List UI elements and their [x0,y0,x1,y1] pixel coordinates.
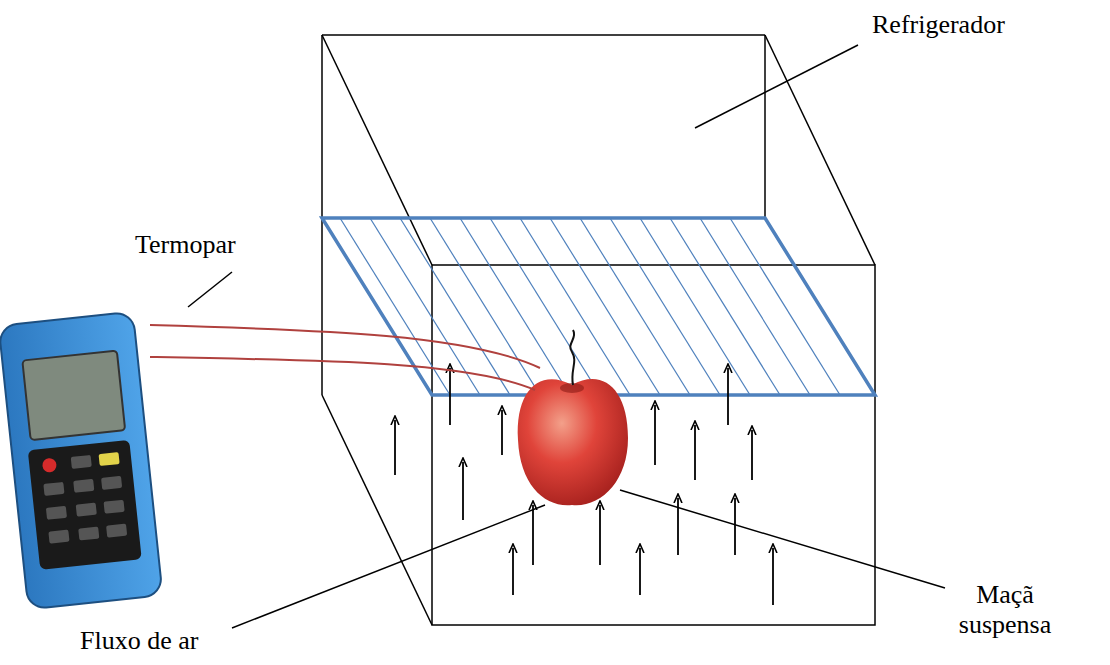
apple-label: Maçã suspensa [945,580,1065,640]
leader-lines [188,45,945,628]
shelf-outline [322,218,875,395]
thermocouple-wires [150,325,540,390]
apple [518,330,628,505]
airflow-arrows [395,368,773,605]
refrigerator-label: Refrigerador [872,10,1005,40]
thermometer-device [0,312,163,610]
shelf-hatch [310,218,840,395]
refrigerator-box [322,35,875,625]
thermocouple-label: Termopar [135,230,236,260]
airflow-label: Fluxo de ar [80,626,198,656]
